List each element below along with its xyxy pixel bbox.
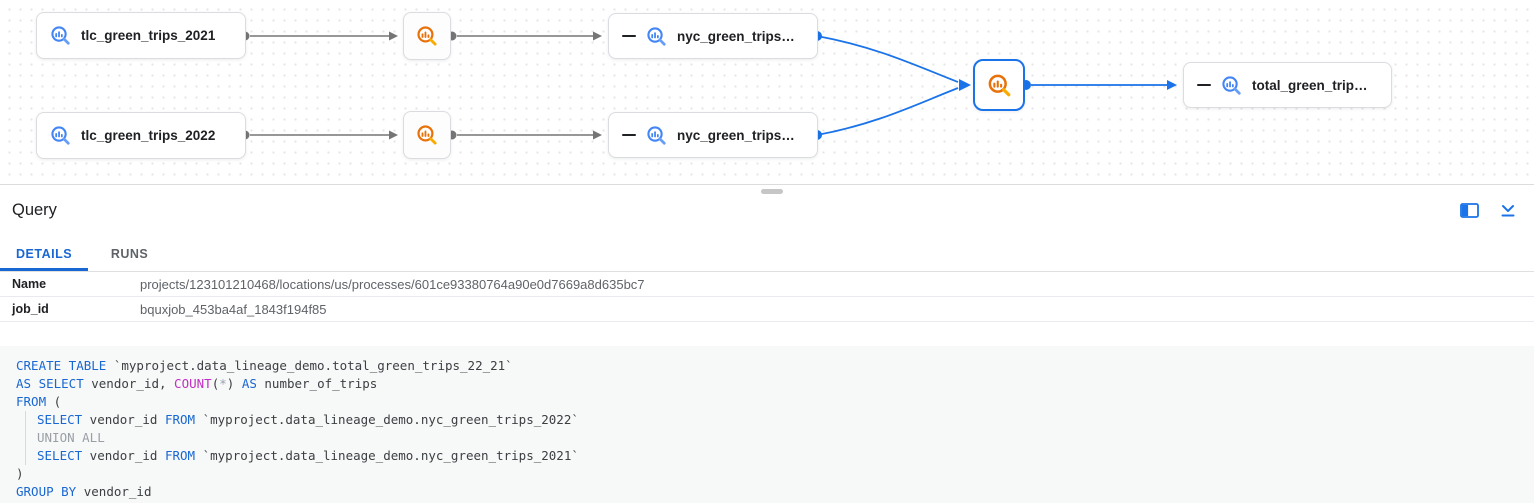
lineage-node-total-green-trips[interactable]: total_green_trip… <box>1183 62 1392 108</box>
node-label: nyc_green_trips… <box>677 127 795 143</box>
node-label: tlc_green_trips_2022 <box>81 128 216 143</box>
bigquery-table-icon <box>647 125 666 145</box>
node-label: total_green_trip… <box>1252 77 1368 93</box>
lineage-process-node-top[interactable] <box>403 12 451 60</box>
node-label: tlc_green_trips_2021 <box>81 28 216 43</box>
sql-code-line: AS SELECT vendor_id, COUNT(*) AS number_… <box>16 376 378 391</box>
detail-row-job-id: job_id bquxjob_453ba4af_1843f194f85 <box>0 297 1534 322</box>
lineage-canvas[interactable]: tlc_green_trips_2021 tlc_green_trips_202… <box>0 0 1534 185</box>
collapse-node-icon[interactable] <box>622 133 636 137</box>
tab-details[interactable]: DETAILS <box>0 236 89 271</box>
sql-code-line: ) <box>16 466 24 481</box>
lineage-node-nyc-green-trips-2022[interactable]: nyc_green_trips… <box>608 112 818 158</box>
collapse-node-icon[interactable] <box>622 34 636 38</box>
collapse-node-icon[interactable] <box>1197 83 1211 87</box>
node-label: nyc_green_trips… <box>677 28 795 44</box>
spacer <box>0 322 1534 346</box>
sql-code-line: CREATE TABLE `myproject.data_lineage_dem… <box>16 358 513 373</box>
bigquery-table-icon <box>51 26 70 45</box>
bigquery-table-icon <box>51 126 70 145</box>
panel-drag-handle[interactable] <box>761 189 783 194</box>
sql-code-line: SELECT vendor_id FROM `myproject.data_li… <box>25 447 1518 465</box>
detail-row-name: Name projects/123101210468/locations/us/… <box>0 272 1534 297</box>
panel-title: Query <box>12 201 57 219</box>
detail-label: Name <box>12 277 47 291</box>
detail-label: job_id <box>12 302 49 316</box>
lineage-node-tlc-green-trips-2021[interactable]: tlc_green_trips_2021 <box>36 12 246 59</box>
query-panel-header: Query <box>0 185 1534 236</box>
sql-code-line: SELECT vendor_id FROM `myproject.data_li… <box>25 411 1518 429</box>
bigquery-table-icon <box>1222 75 1241 95</box>
dock-side-icon[interactable] <box>1459 201 1479 221</box>
collapse-panel-icon[interactable] <box>1498 201 1518 221</box>
lineage-node-tlc-green-trips-2022[interactable]: tlc_green_trips_2022 <box>36 112 246 159</box>
lineage-process-node-selected[interactable] <box>973 59 1025 111</box>
lineage-node-nyc-green-trips-2021[interactable]: nyc_green_trips… <box>608 13 818 59</box>
sql-code: CREATE TABLE `myproject.data_lineage_dem… <box>0 346 1534 503</box>
bigquery-process-icon <box>417 125 437 145</box>
lineage-process-node-bottom[interactable] <box>403 111 451 159</box>
panel-tabbar: DETAILS RUNS <box>0 236 1534 272</box>
detail-value: projects/123101210468/locations/us/proce… <box>140 276 645 292</box>
bigquery-table-icon <box>647 26 666 46</box>
sql-code-line: FROM ( <box>16 394 62 409</box>
detail-value: bquxjob_453ba4af_1843f194f85 <box>140 301 327 317</box>
bigquery-process-icon <box>417 26 437 46</box>
tab-runs[interactable]: RUNS <box>110 246 149 261</box>
sql-code-line: GROUP BY vendor_id <box>16 484 152 499</box>
bigquery-process-icon <box>988 74 1010 96</box>
sql-code-line: UNION ALL <box>25 429 1518 447</box>
